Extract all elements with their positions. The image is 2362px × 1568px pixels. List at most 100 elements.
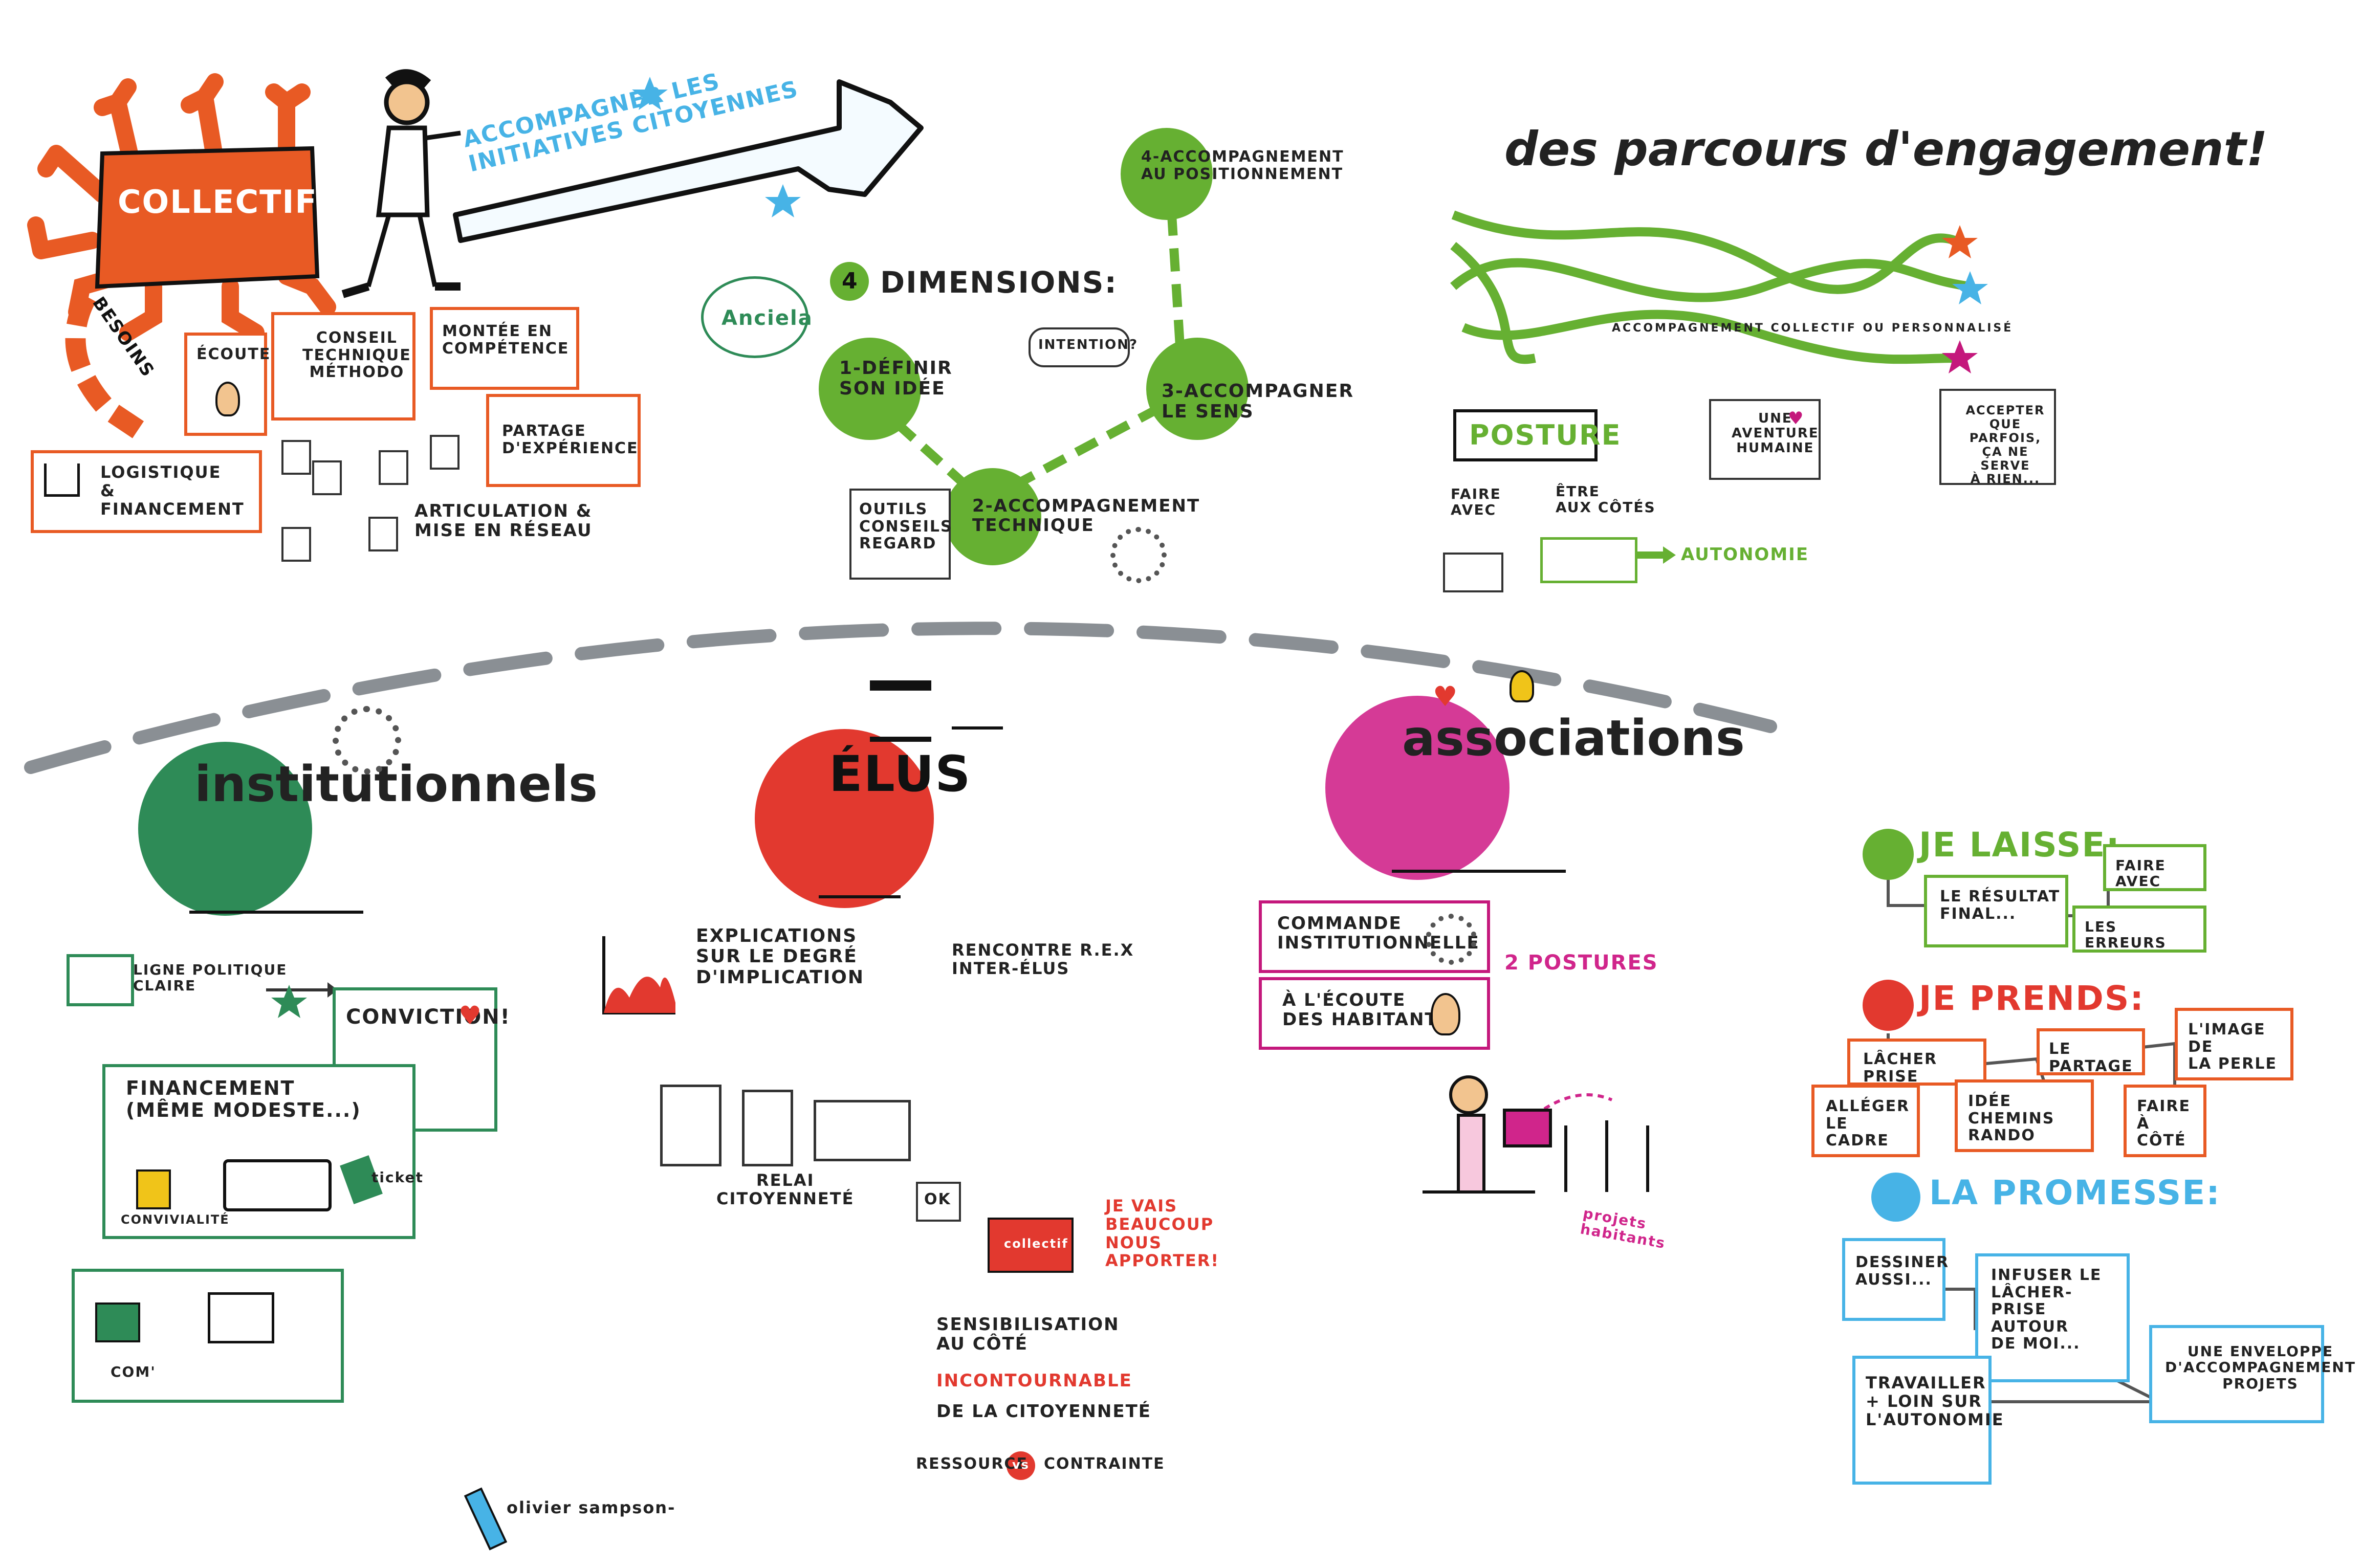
anciela-logo: Anciela xyxy=(701,276,812,358)
idee-chemins-box: idée chemins rando xyxy=(1955,1079,2094,1152)
logistique-box: logistique & financement xyxy=(31,450,262,533)
officials-group-icon xyxy=(189,819,363,914)
ecoute-box: écoute xyxy=(184,333,270,436)
dimension-1-circle xyxy=(819,338,921,440)
house-icon xyxy=(44,463,80,497)
partage-label: le partage xyxy=(2049,1040,2133,1075)
perle-label: l'image de la perle xyxy=(2188,1021,2277,1073)
dessiner-box: dessiner aussi... xyxy=(1842,1238,1948,1321)
citoyennete-label: de la citoyenneté xyxy=(936,1401,1151,1422)
beer-icon xyxy=(136,1169,171,1209)
faire-a-cote-label: faire à côté xyxy=(2137,1097,2191,1150)
dessiner-label: dessiner aussi... xyxy=(1855,1253,1950,1289)
star-magenta xyxy=(1942,340,1978,373)
faire-avec-label: faire avec xyxy=(2115,857,2166,890)
gears-icon xyxy=(1110,527,1167,583)
conseil-box: conseil technique méthodo xyxy=(271,312,415,421)
incontournable-label: incontournable xyxy=(936,1371,1132,1391)
infuser-box: infuser le lâcher-prise autour de moi... xyxy=(1975,1253,2130,1382)
promesse-label: la promesse: xyxy=(1929,1173,2221,1212)
volunteers-group-icon xyxy=(1392,767,1566,873)
dimensions-trail xyxy=(866,214,1187,495)
partage-box: le partage xyxy=(2037,1028,2145,1075)
megaphone-icon xyxy=(95,1302,140,1342)
ok-label: ok xyxy=(924,1190,951,1208)
dimension-4-label: 4-accompagnement au positionnement xyxy=(1141,148,1344,183)
ressource-label: ressource xyxy=(916,1455,1028,1473)
network-node-icon xyxy=(312,460,342,495)
erreurs-box: les erreurs xyxy=(2072,906,2206,953)
rencontre-label: rencontre r.e.x inter-élus xyxy=(952,940,1134,978)
heart-icon: ♥ xyxy=(1788,408,1804,429)
etre-aux-cotes-label: être aux côtés xyxy=(1556,483,1656,516)
logistique-label: logistique & financement xyxy=(100,462,245,519)
vs-circle xyxy=(1007,1451,1035,1480)
collectif-body xyxy=(95,146,320,289)
bus-icon xyxy=(223,1159,332,1211)
resultat-box: le résultat final... xyxy=(1924,875,2068,947)
contrainte-label: contrainte xyxy=(1044,1455,1165,1473)
ecoute-habitants-label: à l'écoute des habitants xyxy=(1282,990,1452,1030)
collectif-creature xyxy=(27,73,336,341)
aventure-box: une aventure humaine ♥ xyxy=(1709,399,1821,480)
erreurs-label: les erreurs xyxy=(2085,918,2167,952)
intention-label: intention? xyxy=(1038,337,1139,352)
signature-label: olivier sampson- xyxy=(507,1498,676,1517)
convivialite-label: convivialité xyxy=(121,1212,230,1227)
enveloppe-label: une enveloppe d'accompagnement projets xyxy=(2165,1343,2356,1392)
section-divider xyxy=(24,622,1777,774)
star-green xyxy=(271,985,307,1018)
heart-icon: ♥ xyxy=(1433,680,1458,713)
network-node-icon xyxy=(430,435,460,470)
relai-label: relai citoyenneté xyxy=(716,1171,855,1208)
relai-illustration xyxy=(814,1100,911,1161)
montee-label: montée en compétence xyxy=(442,322,570,358)
lightbulb-icon xyxy=(1510,670,1534,702)
dimension-2-circle xyxy=(944,468,1041,565)
com-box: com' xyxy=(72,1269,344,1403)
dimensions-title: dimensions: xyxy=(880,265,1118,300)
articulation-label: articulation & mise en réseau xyxy=(414,501,593,541)
dimension-4-circle xyxy=(1121,128,1213,220)
travailler-box: travailler + loin sur l'autonomie xyxy=(1852,1356,2003,1485)
laptop-icon xyxy=(208,1292,274,1343)
conviction-label: conviction! xyxy=(346,1005,511,1029)
man-figure xyxy=(341,69,461,298)
partage-label: partage d'expérience xyxy=(502,422,639,457)
lacher-prise-label: lâcher prise xyxy=(1863,1050,1938,1086)
je-laisse-bullet xyxy=(1863,829,1914,880)
outils-label: outils conseils regard xyxy=(859,500,953,553)
outils-box: outils conseils regard xyxy=(849,489,953,580)
arrow-banner xyxy=(453,79,924,243)
dimensions-number-circle xyxy=(830,262,869,301)
institutionnels-blob xyxy=(138,742,312,916)
ok-bubble: ok xyxy=(916,1182,961,1222)
parcours-paths xyxy=(1450,210,1971,364)
je-laisse-label: je laisse: xyxy=(1919,825,2120,865)
scales-icon xyxy=(952,686,1003,730)
gears-icon xyxy=(1426,914,1477,965)
elected-officials-icon xyxy=(819,798,901,898)
ligne-politique-icon xyxy=(67,954,134,1006)
stars xyxy=(632,77,801,217)
anciela-label: Anciela xyxy=(721,306,813,330)
financement-label: financement (même modeste...) xyxy=(126,1077,361,1121)
dimensions-number: 4 xyxy=(842,268,859,294)
financement-box: financement (même modeste...) ticket con… xyxy=(102,1064,423,1239)
posture-box: posture xyxy=(1453,409,1621,461)
etre-aux-cotes-illustration xyxy=(1540,537,1637,583)
explications-label: explications sur le degré d'implication xyxy=(696,925,865,988)
watering-scene xyxy=(1423,1075,1649,1194)
posture-label: posture xyxy=(1469,419,1622,451)
travailler-label: travailler + loin sur l'autonomie xyxy=(1866,1373,2004,1429)
apporter-label: je vais beaucoup nous apporter! xyxy=(1105,1196,1219,1271)
gears-icon xyxy=(333,706,401,775)
infuser-label: infuser le lâcher-prise autour de moi... xyxy=(1991,1266,2102,1353)
accepter-box: accepter que parfois, ça ne serve à rien… xyxy=(1939,389,2056,486)
heart-icon: ♥ xyxy=(458,1001,482,1030)
institutionnels-title: institutionnels xyxy=(194,756,598,813)
dimension-3-label: 3-accompagner le sens xyxy=(1162,381,1354,423)
autonomie-label: autonomie xyxy=(1681,544,1809,565)
relai-illustration xyxy=(660,1085,721,1166)
